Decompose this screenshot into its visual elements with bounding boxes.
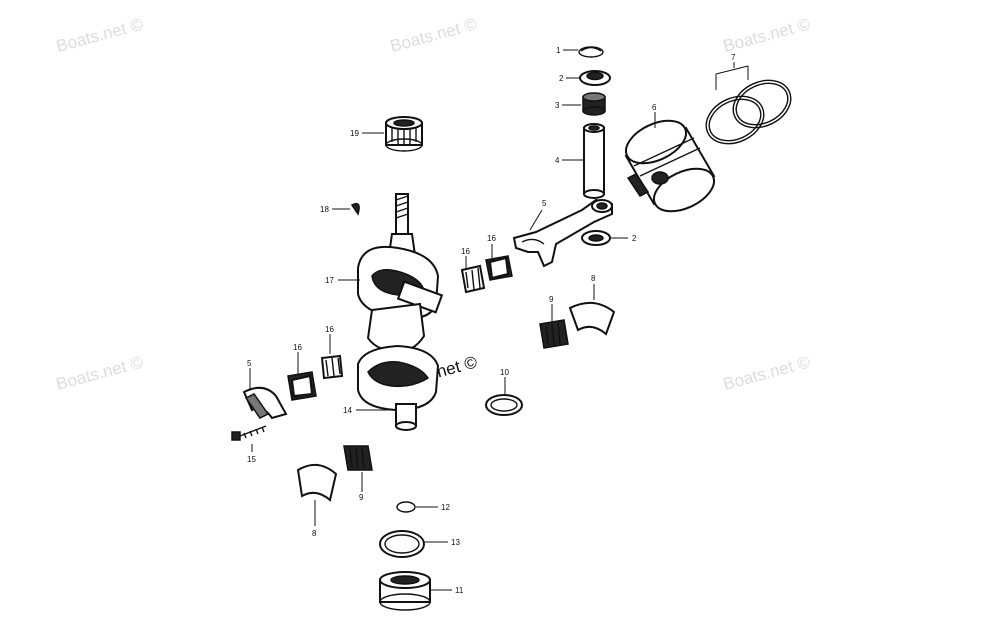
callout-4: 4 [555, 156, 560, 165]
part-rod-bearing-lower-a [320, 354, 344, 380]
callout-6: 6 [652, 103, 657, 112]
callout-16-a: 16 [461, 247, 470, 256]
part-retaining-ring [485, 394, 523, 416]
callout-1: 1 [556, 46, 561, 55]
part-retaining-clip [578, 46, 604, 58]
part-piston-rings [705, 79, 792, 145]
callout-16-b: 16 [487, 234, 496, 243]
leader-5-rod [529, 209, 543, 231]
callout-9-right: 9 [549, 295, 554, 304]
part-rod-bearing-upper-b [485, 255, 513, 281]
part-needle-bearing-right [539, 319, 569, 349]
callout-10: 10 [500, 368, 509, 377]
part-rod-cap [242, 386, 288, 420]
callout-3: 3 [555, 101, 560, 110]
callout-16-c: 16 [325, 325, 334, 334]
callout-8-bottom: 8 [312, 529, 317, 538]
part-piston [624, 119, 716, 213]
callout-18: 18 [320, 205, 329, 214]
watermark-top-left: Boats.net © [54, 14, 145, 56]
watermark-top-center: Boats.net © [388, 14, 479, 56]
part-needle-bearing-small [582, 92, 606, 116]
callout-12: 12 [441, 503, 450, 512]
callout-2-mid: 2 [632, 234, 637, 243]
callout-13: 13 [451, 538, 460, 547]
callout-8-right: 8 [591, 274, 596, 283]
part-main-bearing-top [385, 116, 423, 152]
watermark-top-right: Boats.net © [721, 14, 812, 56]
part-wrist-pin [583, 123, 605, 199]
part-thrust-washer-mid [581, 230, 611, 246]
callout-19: 19 [350, 129, 359, 138]
callout-11: 11 [455, 586, 464, 595]
callout-16-d: 16 [293, 343, 302, 352]
leader-7 [715, 62, 749, 90]
part-bearing-cage-right [568, 301, 616, 336]
part-thrust-washer-top [579, 70, 611, 86]
part-rod-bearing-lower-b [287, 371, 317, 401]
part-ball-bearing-lower [379, 571, 431, 611]
callout-9-bottom: 9 [359, 493, 364, 502]
callout-7: 7 [731, 53, 736, 62]
callout-2-top: 2 [559, 74, 564, 83]
part-woodruff-key [350, 202, 360, 216]
part-cap-screw [231, 425, 267, 441]
callout-15: 15 [247, 455, 256, 464]
part-crankshaft [357, 193, 444, 431]
part-o-ring-small [396, 501, 416, 513]
callout-17: 17 [325, 276, 334, 285]
part-connecting-rod [512, 198, 613, 268]
part-o-ring-large [379, 530, 425, 558]
callout-5-left: 5 [247, 359, 252, 368]
watermark-mid-right: Boats.net © [721, 352, 812, 394]
watermark-mid-left: Boats.net © [54, 352, 145, 394]
part-bearing-cage-bottom [296, 463, 338, 502]
part-needle-bearing-bottom [343, 445, 373, 471]
part-rod-bearing-upper-a [460, 264, 486, 294]
callout-14: 14 [343, 406, 352, 415]
callout-5-rod: 5 [542, 199, 547, 208]
